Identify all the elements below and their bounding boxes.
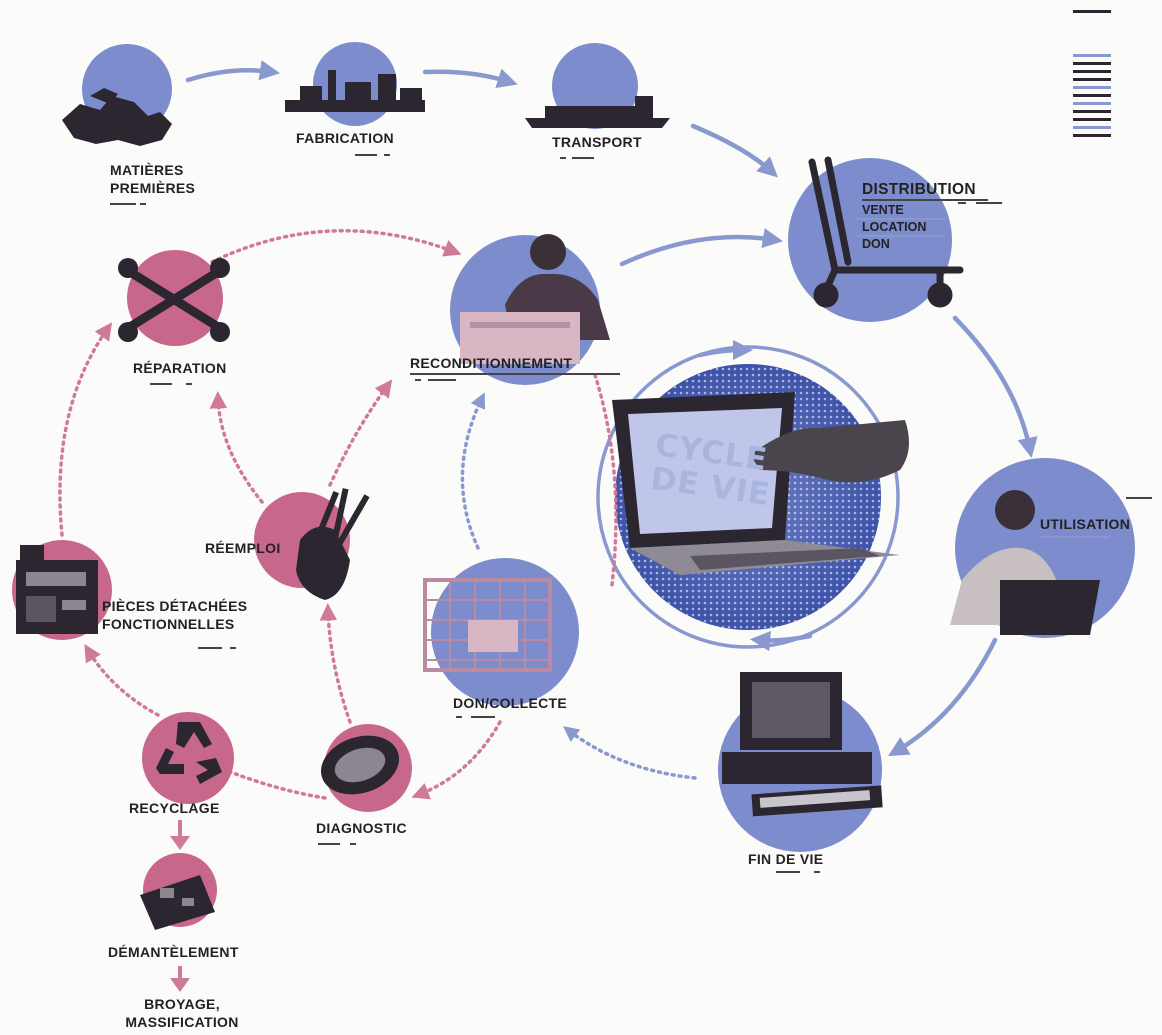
ore-rocks-icon xyxy=(62,88,172,146)
cart-icon xyxy=(808,156,964,308)
label-recyclage: RECYCLAGE xyxy=(129,800,220,816)
label-broyage-line1: BROYAGE, xyxy=(144,996,220,1012)
technician-icon xyxy=(460,234,610,364)
label-utilisation: UTILISATION xyxy=(1040,516,1131,532)
underline-mark xyxy=(855,235,945,237)
underline-mark xyxy=(384,154,390,156)
label-matieres-line1: MATIÈRES xyxy=(110,162,184,178)
pink-dotted-arrows xyxy=(58,229,618,800)
underline-mark xyxy=(814,871,820,873)
label-matieres-line2: PREMIÈRES xyxy=(110,179,196,196)
label-broyage-line2: MASSIFICATION xyxy=(125,1013,239,1030)
blue-arrows xyxy=(185,60,1038,757)
label-diagnostic: DIAGNOSTIC xyxy=(316,820,407,836)
distribution-sub-don: DON xyxy=(862,237,890,251)
label-distribution: DISTRIBUTION xyxy=(862,181,976,198)
underline-mark xyxy=(1040,536,1110,538)
underline-mark xyxy=(150,383,172,385)
hand-tools-icon xyxy=(296,488,370,600)
blue-dotted-arrows xyxy=(460,392,697,780)
recycle-icon xyxy=(156,722,222,784)
underline-mark xyxy=(855,218,945,220)
underline-mark xyxy=(110,203,136,205)
underline-mark xyxy=(198,647,222,649)
label-demantelement: DÉMANTÈLEMENT xyxy=(108,944,239,960)
underline-mark xyxy=(560,157,566,159)
label-matieres-premieres: MATIÈRES PREMIÈRES xyxy=(110,162,195,197)
underline-mark xyxy=(572,157,594,159)
underline-mark xyxy=(471,716,495,718)
underline-mark xyxy=(350,843,356,845)
label-pieces-line2: FONCTIONNELLES xyxy=(102,615,235,632)
pink-solid-arrows xyxy=(170,820,190,992)
wrenches-icon xyxy=(118,258,230,342)
label-pieces-detachees: PIÈCES DÉTACHÉES FONCTIONNELLES xyxy=(102,598,247,633)
underline-mark xyxy=(415,379,421,381)
underline-mark xyxy=(140,203,146,205)
underline-mark xyxy=(318,843,340,845)
legend-lines xyxy=(1073,10,1111,137)
distribution-sub-vente: VENTE xyxy=(862,203,904,217)
label-transport: TRANSPORT xyxy=(552,134,642,150)
underline-mark xyxy=(776,871,800,873)
label-don-collecte: DON/COLLECTE xyxy=(453,695,568,711)
label-broyage-massification: BROYAGE, MASSIFICATION xyxy=(112,996,252,1031)
underline-mark xyxy=(186,383,192,385)
underline-mark xyxy=(456,716,462,718)
old-computer-icon xyxy=(722,672,883,817)
underline-mark xyxy=(958,202,966,204)
label-fabrication: FABRICATION xyxy=(296,130,394,146)
cargo-ship-icon xyxy=(525,96,670,128)
underline-mark xyxy=(862,199,988,201)
distribution-sub-location: LOCATION xyxy=(862,220,927,234)
fan-part-icon xyxy=(320,735,400,795)
laptop-hand-icon xyxy=(612,392,909,575)
underline-mark xyxy=(976,202,1002,204)
circuit-board-icon xyxy=(140,875,215,930)
computer-parts-icon xyxy=(16,545,98,634)
underline-mark xyxy=(428,379,456,381)
laptop-user-icon xyxy=(950,490,1100,635)
blue-backdrops xyxy=(82,42,1135,852)
collection-cage-icon xyxy=(423,578,552,672)
underline-mark xyxy=(410,373,620,375)
label-reconditionnement: RECONDITIONNEMENT xyxy=(410,355,573,371)
underline-mark xyxy=(355,154,377,156)
label-reparation: RÉPARATION xyxy=(133,360,227,376)
underline-mark xyxy=(1126,497,1152,499)
label-pieces-line1: PIÈCES DÉTACHÉES xyxy=(102,598,248,614)
underline-mark xyxy=(230,647,236,649)
factory-icon xyxy=(285,70,425,112)
label-reemploi: RÉEMPLOI xyxy=(205,540,281,556)
label-fin-de-vie: FIN DE VIE xyxy=(748,851,824,867)
